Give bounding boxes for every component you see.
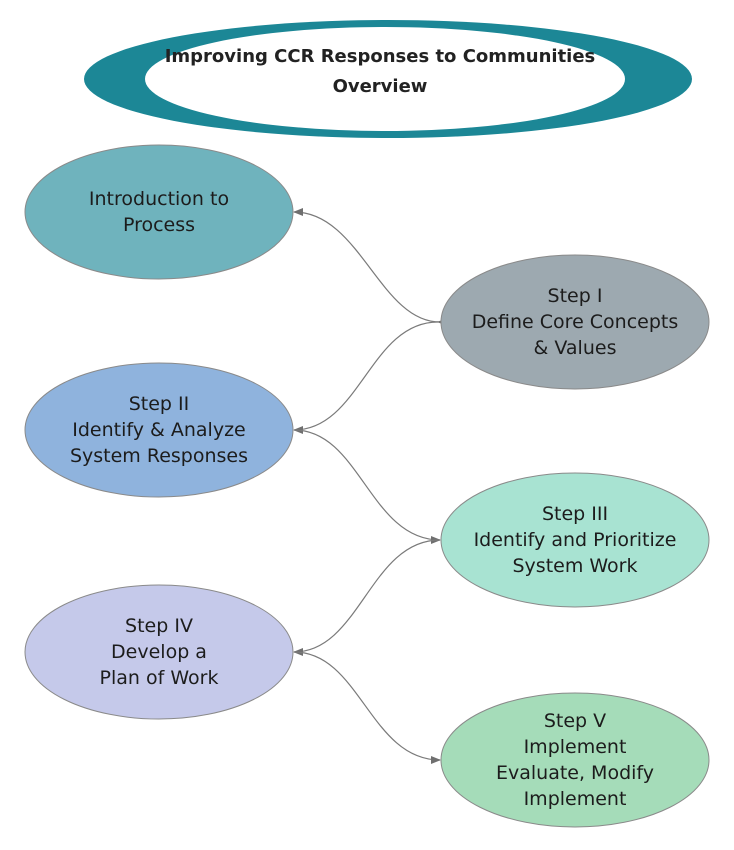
node-step2-shape: [24, 362, 294, 498]
node-step3-label: Step III Identify and Prioritize System …: [441, 473, 709, 607]
node-step5-line-3: Evaluate, Modify: [495, 762, 655, 784]
arrow-step1-to-step2: [293, 317, 448, 434]
node-step1-label: Step I Define Core Concepts & Values: [441, 255, 709, 389]
node-step3-shape: [440, 472, 710, 608]
arrow-step4-to-step5: [293, 651, 441, 764]
node-step3-line-1: Step III: [541, 503, 609, 525]
node-step2-label: Step II Identify & Analyze System Respon…: [25, 363, 293, 497]
node-intro-label: Introduction to Process: [25, 145, 293, 279]
node-step5-line-1: Step V: [543, 710, 607, 732]
node-step5-shape: [440, 692, 710, 828]
node-step1-line-1: Step I: [547, 285, 603, 307]
title-line-2: Overview: [332, 76, 428, 97]
node-step2-line-2: Identify & Analyze: [72, 419, 246, 441]
node-step1-shape: [440, 254, 710, 390]
node-step4-line-2: Develop a: [111, 641, 207, 663]
title-banner: [84, 20, 692, 138]
node-step5-label: Step V Implement Evaluate, Modify Implem…: [441, 693, 709, 827]
node-step1-line-3: & Values: [533, 337, 617, 359]
arrow-step1-to-intro: [293, 208, 441, 323]
connectors: [293, 208, 448, 764]
node-step4-shape: [24, 584, 294, 720]
node-step3-line-2: Identify and Prioritize: [473, 529, 677, 551]
page-title: Improving CCR Responses to Communities O…: [150, 42, 610, 102]
node-step1-line-2: Define Core Concepts: [471, 311, 679, 333]
node-intro-line-2: Process: [122, 214, 196, 236]
title-line-1: Improving CCR Responses to Communities: [164, 46, 596, 67]
node-step4-label: Step IV Develop a Plan of Work: [25, 585, 293, 719]
node-step5-line-2: Implement: [523, 736, 627, 758]
arrow-step2-to-step3: [293, 429, 441, 544]
node-step5-line-4: Implement: [523, 788, 627, 810]
node-step2-line-1: Step II: [128, 393, 190, 415]
arrow-step3-to-step4: [293, 539, 441, 656]
node-step3-line-3: System Work: [512, 555, 638, 577]
node-intro-shape: [24, 144, 294, 280]
node-step4-line-3: Plan of Work: [99, 667, 219, 689]
node-step4-line-1: Step IV: [125, 615, 193, 637]
node-intro-line-1: Introduction to: [88, 188, 230, 210]
title-banner-center: [145, 27, 625, 131]
node-step2-line-3: System Responses: [69, 445, 249, 467]
